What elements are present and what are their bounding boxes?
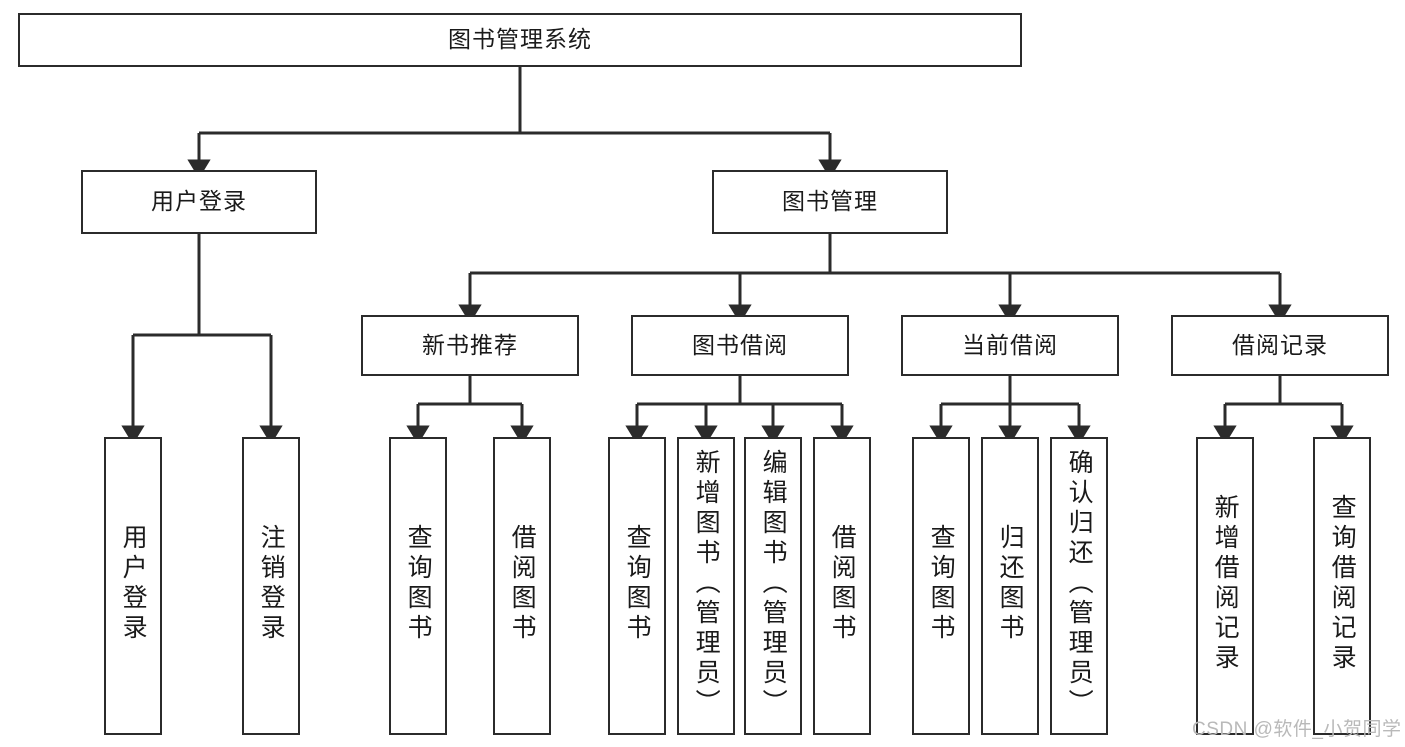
node-current-borrow[interactable]: 当前借阅: [901, 315, 1119, 376]
node-root-label: 图书管理系统: [448, 26, 592, 53]
leaf-nb-borrow-book-label: 借阅图书: [508, 524, 537, 644]
leaf-logout-label: 注销登录: [257, 524, 286, 644]
leaf-user-login[interactable]: 用户登录: [104, 437, 162, 735]
leaf-bb-edit-book-label: 编辑图书（管理员）: [759, 449, 788, 719]
leaf-logout[interactable]: 注销登录: [242, 437, 300, 735]
leaf-nb-query-book-label: 查询图书: [404, 524, 433, 644]
node-new-book-label: 新书推荐: [422, 331, 518, 358]
leaf-br-add-record-label: 新增借阅记录: [1211, 494, 1240, 674]
node-user-login[interactable]: 用户登录: [81, 170, 317, 234]
node-book-manage[interactable]: 图书管理: [712, 170, 948, 234]
leaf-br-add-record[interactable]: 新增借阅记录: [1196, 437, 1254, 735]
node-root[interactable]: 图书管理系统: [18, 13, 1022, 67]
node-book-borrow[interactable]: 图书借阅: [631, 315, 849, 376]
node-borrow-record[interactable]: 借阅记录: [1171, 315, 1389, 376]
leaf-nb-query-book[interactable]: 查询图书: [389, 437, 447, 735]
leaf-nb-borrow-book[interactable]: 借阅图书: [493, 437, 551, 735]
node-new-book[interactable]: 新书推荐: [361, 315, 579, 376]
leaf-bb-borrow-book-label: 借阅图书: [828, 524, 857, 644]
leaf-br-query-record[interactable]: 查询借阅记录: [1313, 437, 1371, 735]
leaf-bb-add-book[interactable]: 新增图书（管理员）: [677, 437, 735, 735]
leaf-cb-query-book-label: 查询图书: [927, 524, 956, 644]
leaf-cb-query-book[interactable]: 查询图书: [912, 437, 970, 735]
leaf-cb-return-book[interactable]: 归还图书: [981, 437, 1039, 735]
node-book-manage-label: 图书管理: [782, 188, 878, 215]
leaf-bb-add-book-label: 新增图书（管理员）: [692, 449, 721, 719]
csdn-watermark: CSDN @软件_小贺同学: [1192, 719, 1402, 740]
leaf-bb-query-book-label: 查询图书: [623, 524, 652, 644]
leaf-cb-confirm-return-label: 确认归还（管理员）: [1065, 449, 1094, 719]
leaf-br-query-record-label: 查询借阅记录: [1328, 494, 1357, 674]
leaf-cb-confirm-return[interactable]: 确认归还（管理员）: [1050, 437, 1108, 735]
leaf-cb-return-book-label: 归还图书: [996, 524, 1025, 644]
leaf-bb-borrow-book[interactable]: 借阅图书: [813, 437, 871, 735]
node-user-login-label: 用户登录: [151, 188, 247, 215]
leaf-bb-edit-book[interactable]: 编辑图书（管理员）: [744, 437, 802, 735]
node-book-borrow-label: 图书借阅: [692, 331, 788, 358]
node-borrow-record-label: 借阅记录: [1232, 331, 1328, 358]
node-current-borrow-label: 当前借阅: [962, 331, 1058, 358]
leaf-bb-query-book[interactable]: 查询图书: [608, 437, 666, 735]
leaf-user-login-label: 用户登录: [119, 524, 148, 644]
